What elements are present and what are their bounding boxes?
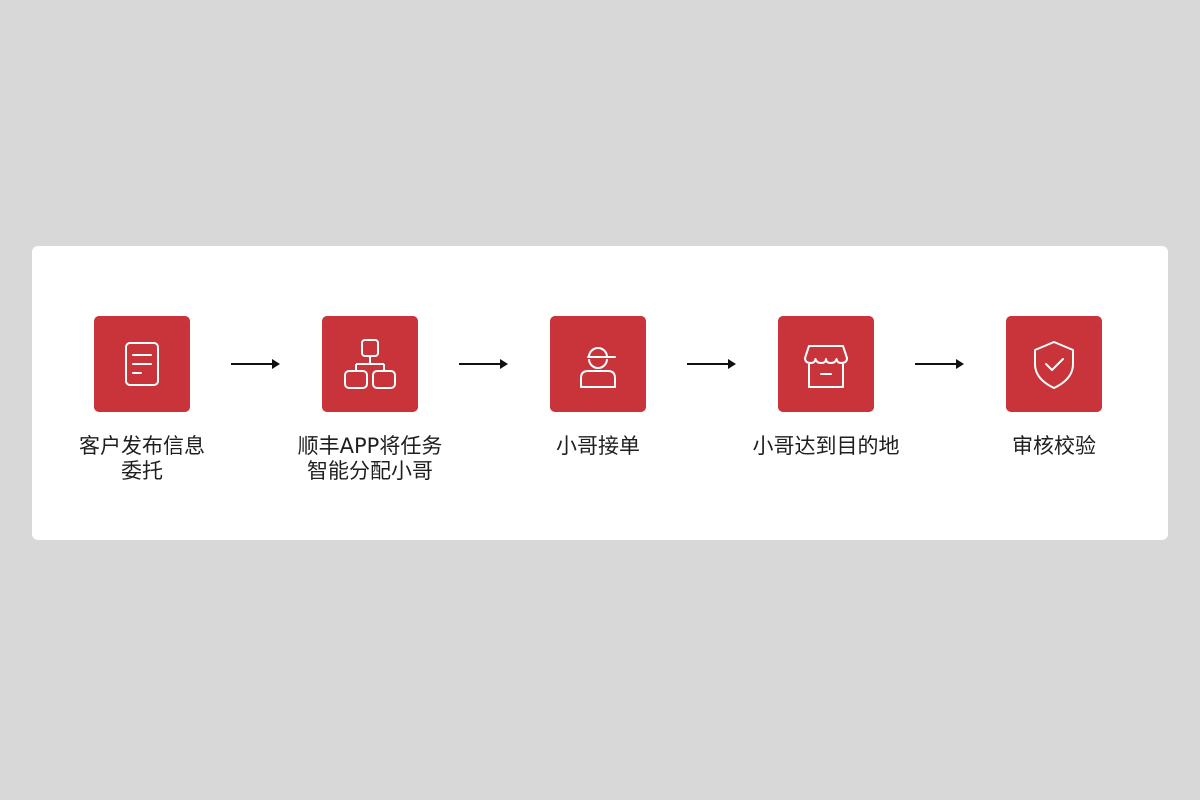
step-2-label: 顺丰APP将任务 智能分配小哥 (275, 434, 465, 484)
step-3-label-line-1: 小哥接单 (556, 434, 640, 458)
right-arrow-icon (687, 359, 736, 369)
shield-check-icon (1034, 341, 1074, 389)
step-4-label: 小哥达到目的地 (731, 434, 921, 459)
step-5-label: 审核校验 (959, 434, 1149, 459)
org-chart-icon (344, 339, 396, 389)
storefront-icon (804, 345, 848, 388)
step-2-label-line-1: 顺丰APP将任务 (297, 434, 443, 458)
step-2-icon-box (322, 316, 418, 412)
step-1-icon-box (94, 316, 190, 412)
process-card: 客户发布信息 委托 顺丰APP将任务 智能分配小哥 (32, 246, 1168, 540)
step-2-label-line-2: 智能分配小哥 (307, 459, 433, 483)
step-1-label-line-2: 委托 (121, 459, 163, 483)
step-5-label-line-1: 审核校验 (1012, 434, 1096, 458)
arrow-2-to-3 (459, 357, 509, 371)
document-icon (125, 342, 159, 386)
step-3-icon-box (550, 316, 646, 412)
step-1-label-line-1: 客户发布信息 (79, 434, 205, 458)
step-5-icon-box (1006, 316, 1102, 412)
step-3: 小哥接单 (503, 316, 693, 459)
right-arrow-icon (231, 359, 280, 369)
courier-icon (580, 347, 616, 388)
step-2: 顺丰APP将任务 智能分配小哥 (275, 316, 465, 484)
arrow-1-to-2 (231, 357, 281, 371)
step-3-label: 小哥接单 (503, 434, 693, 459)
arrow-3-to-4 (687, 357, 737, 371)
right-arrow-icon (915, 359, 964, 369)
step-5: 审核校验 (959, 316, 1149, 459)
right-arrow-icon (459, 359, 508, 369)
step-1: 客户发布信息 委托 (47, 316, 237, 484)
step-4: 小哥达到目的地 (731, 316, 921, 459)
step-4-label-line-1: 小哥达到目的地 (752, 434, 900, 458)
step-1-label: 客户发布信息 委托 (47, 434, 237, 484)
arrow-4-to-5 (915, 357, 965, 371)
step-4-icon-box (778, 316, 874, 412)
